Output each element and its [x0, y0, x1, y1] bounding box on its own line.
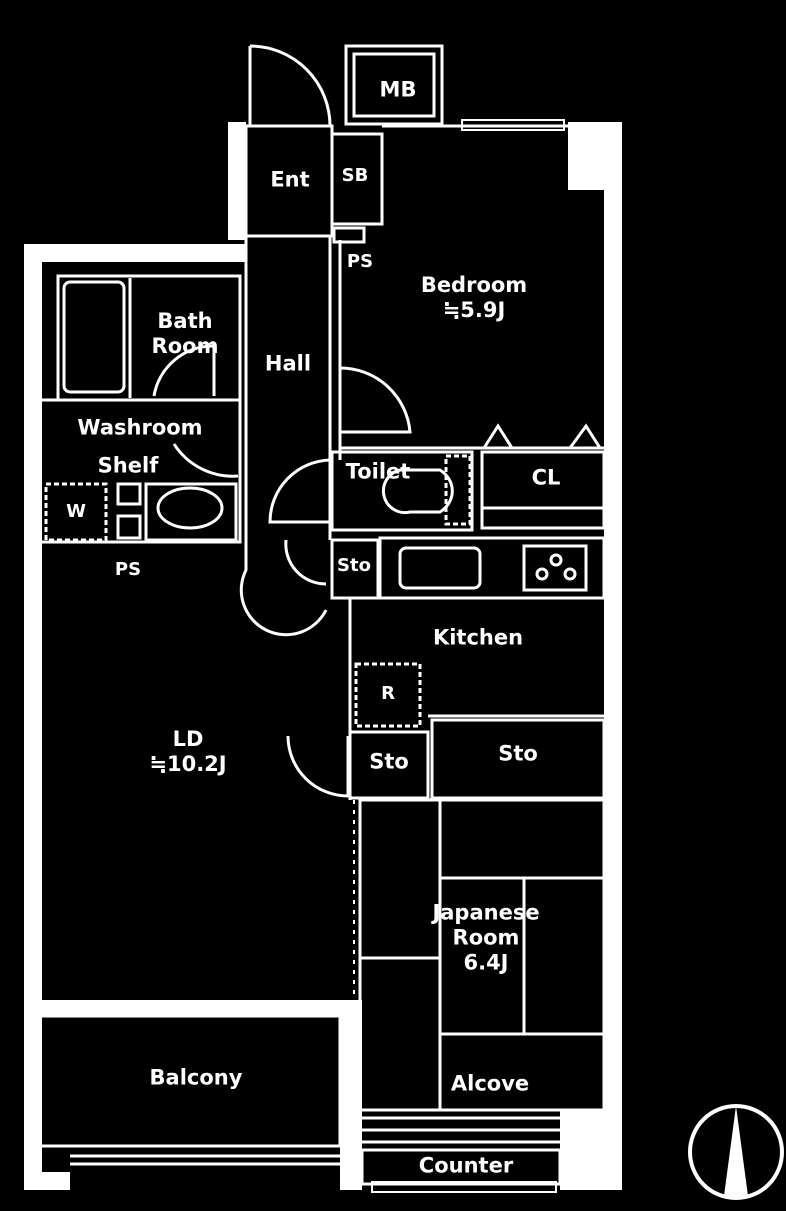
shelf-upper: [116, 482, 142, 506]
japanese-room-name: Japanese Room: [432, 900, 540, 950]
washer-box: [44, 482, 108, 542]
toilet-door: [268, 458, 331, 524]
kitchen-sink: [398, 546, 482, 590]
stove: [522, 544, 588, 592]
cl-box: [480, 450, 606, 530]
ld-area: ≒10.2J: [149, 752, 227, 776]
bedroom-area: ≒5.9J: [442, 298, 506, 322]
bedroom-label: Bedroom ≒5.9J: [421, 248, 527, 348]
interior-lines: [38, 44, 606, 1193]
cl-label: CL: [531, 465, 561, 490]
bath-door: [152, 344, 216, 397]
sto-small-label: Sto: [337, 555, 371, 576]
counter-box: [360, 1148, 562, 1186]
washroom-box: [38, 398, 242, 544]
ent-label: Ent: [270, 167, 310, 192]
wall-balcony-base: [24, 1172, 70, 1190]
japanese-room-box: [358, 798, 606, 1112]
fridge-box: [354, 662, 422, 728]
sto-mid-label: Sto: [369, 749, 409, 774]
ld-door-upper: [239, 540, 328, 637]
bath-label: Bath Room: [151, 309, 219, 358]
japanese-room-label: Japanese Room 6.4J: [432, 876, 539, 1001]
wall-balcony-right: [340, 1000, 362, 1190]
shelf-lower: [116, 514, 142, 540]
sb-label: SB: [341, 165, 369, 186]
wall-corner-right: [568, 140, 604, 190]
entrance-door: [248, 44, 332, 127]
kitchen-counter: [378, 536, 606, 600]
hall-label: Hall: [264, 351, 312, 376]
mb-label: MB: [379, 77, 417, 102]
ld-door-lower: [284, 539, 327, 586]
balcony-box: [38, 1014, 342, 1148]
washroom-door: [172, 443, 239, 478]
wall-right: [568, 122, 622, 1110]
sto-right-label: Sto: [498, 741, 538, 766]
ps-top-label: PS: [346, 251, 374, 272]
wall-ent-left: [228, 122, 246, 240]
ld-name: LD: [172, 727, 204, 751]
sink-basin: [156, 486, 224, 530]
ld-door-kitchen: [286, 735, 350, 798]
japanese-room-area: 6.4J: [463, 950, 509, 975]
counter-window: [371, 1181, 557, 1193]
toilet-bowl: [381, 468, 454, 515]
washroom-label: Washroom: [77, 415, 203, 440]
toilet-label: Toilet: [345, 459, 411, 484]
toilet-box: [330, 450, 474, 532]
burner-1: [535, 567, 549, 581]
alcove-label: Alcove: [450, 1071, 530, 1096]
bathtub: [62, 280, 126, 394]
bedroom-name: Bedroom: [420, 273, 528, 297]
sink-counter: [144, 482, 238, 542]
wall-bottom-right: [560, 1110, 622, 1190]
sto-right-box: [430, 718, 606, 800]
closet-doors: [482, 423, 602, 449]
bedroom-window: [461, 119, 565, 131]
r-label: R: [381, 683, 395, 704]
mb-box: [344, 44, 444, 126]
balcony-label: Balcony: [149, 1065, 243, 1090]
ps-top-box: [332, 226, 366, 244]
bedroom-door: [339, 366, 412, 434]
burner-2: [549, 553, 563, 567]
ps-left-label: PS: [114, 559, 142, 580]
wall-left-lower: [24, 1000, 42, 1190]
sto-small-box: [330, 538, 380, 600]
shelf-label: Shelf: [97, 453, 159, 478]
w-label: W: [66, 501, 86, 522]
sb-box: [330, 132, 384, 226]
kitchen-label: Kitchen: [432, 625, 524, 650]
ld-window: [73, 1003, 265, 1015]
ld-label: LD ≒10.2J: [149, 702, 226, 802]
toilet-tank: [444, 454, 472, 526]
burner-3: [563, 567, 577, 581]
sto-mid-box: [348, 730, 430, 800]
mb-inner: [352, 52, 436, 118]
counter-label: Counter: [418, 1153, 514, 1178]
north-compass-icon: [688, 1104, 784, 1200]
